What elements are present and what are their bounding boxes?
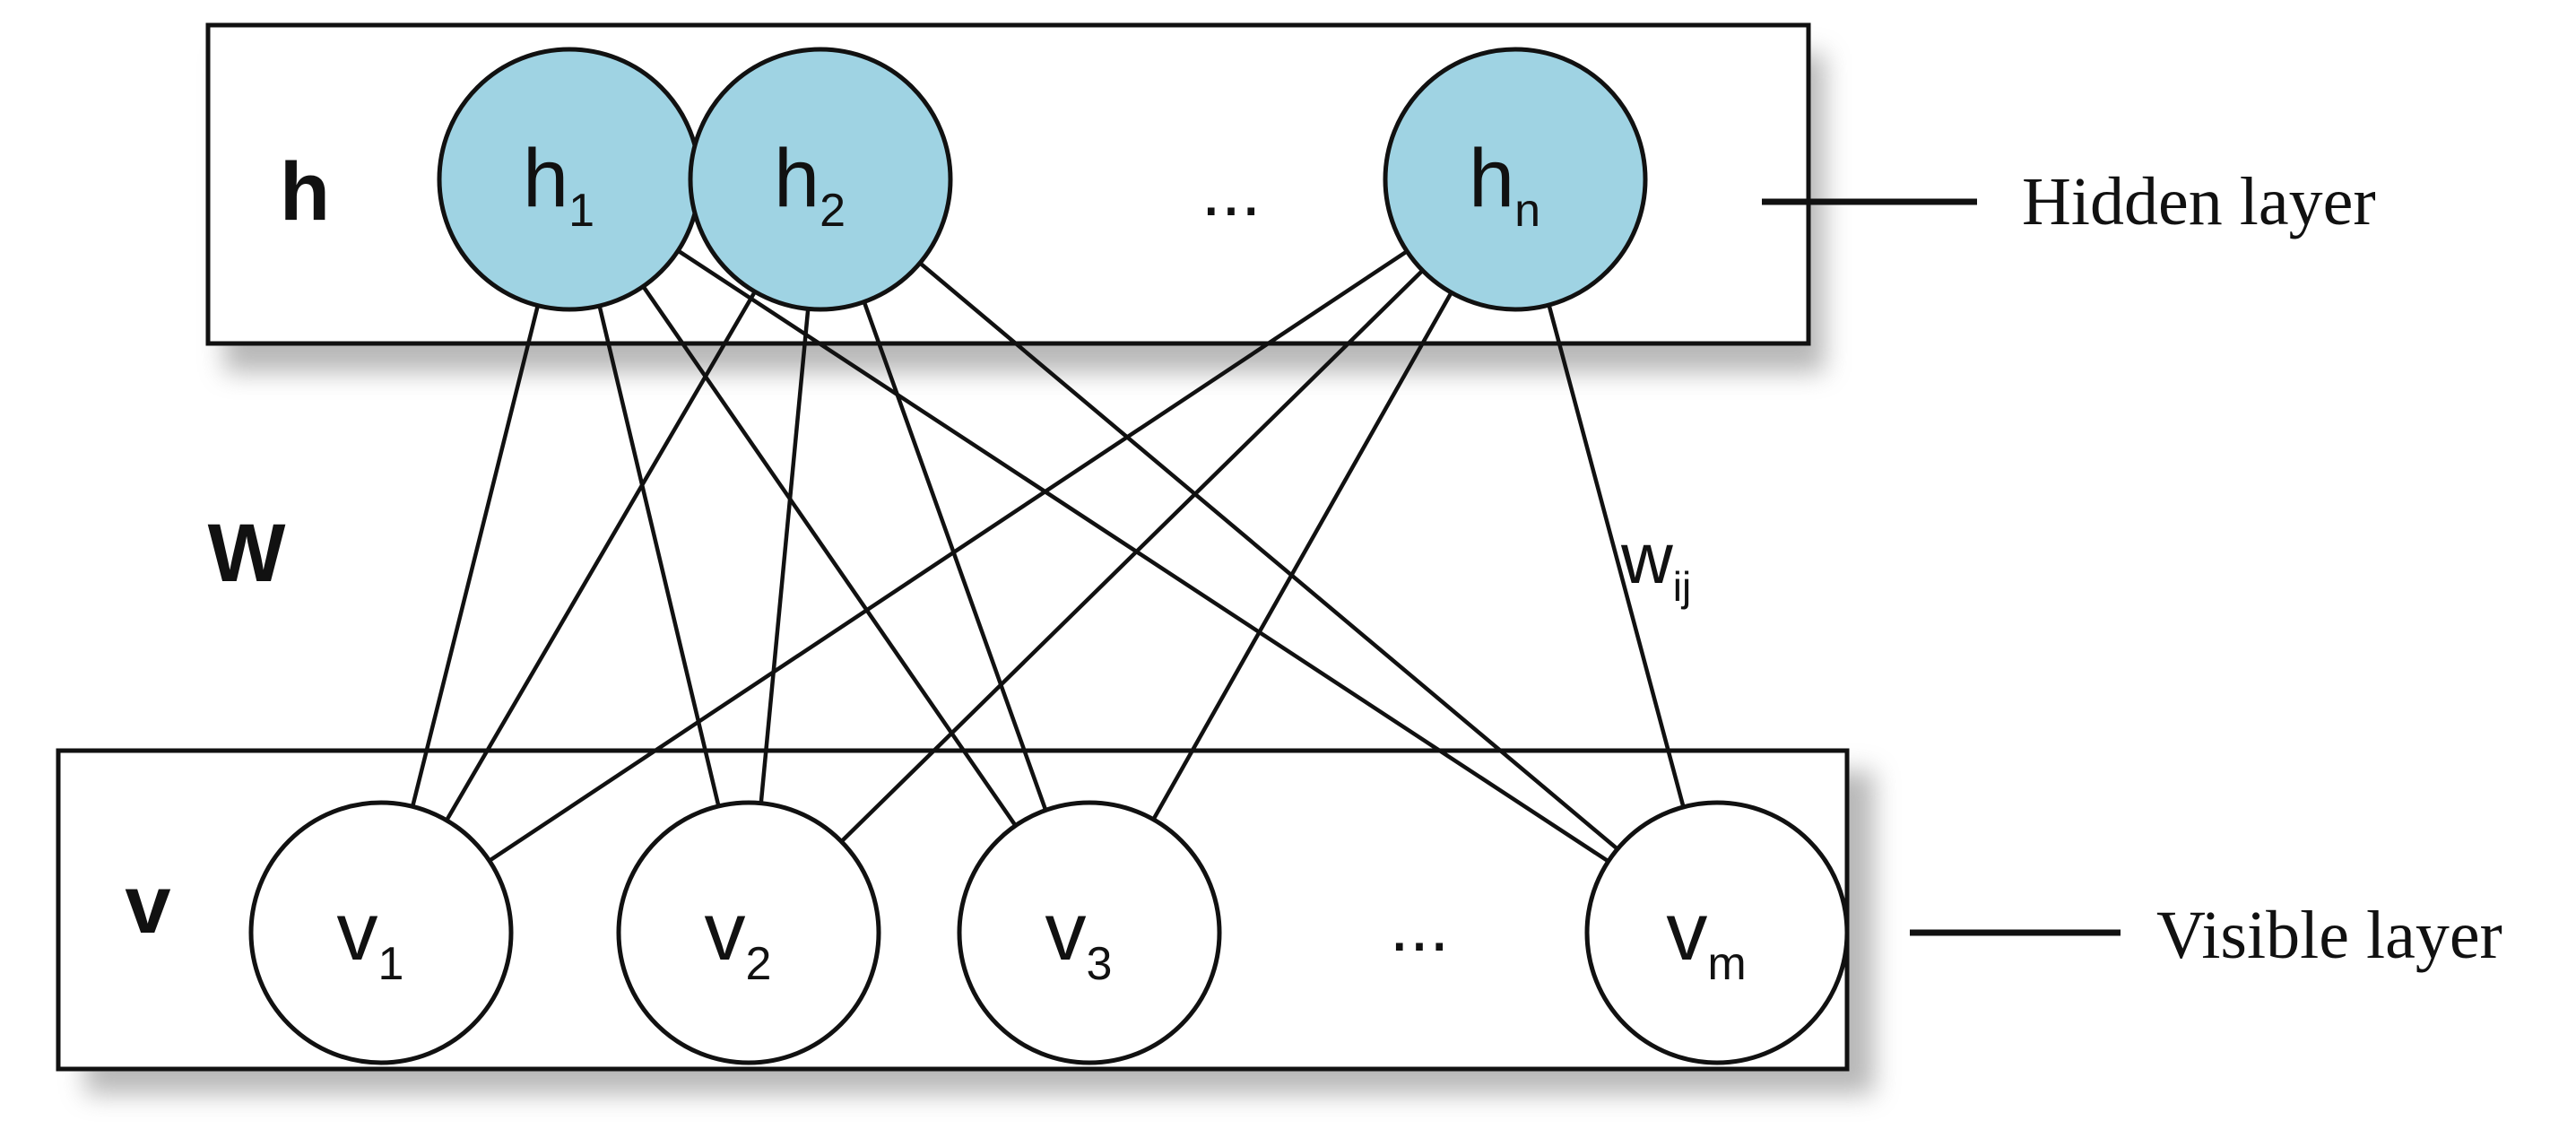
edge-weight-label-base: w [1620,518,1673,598]
edge-h1-vm [675,248,1611,865]
hidden-unit-circle [437,47,702,312]
visible-unit-label-sub: 2 [746,938,772,990]
edge-h1-v1 [410,303,541,809]
edge-hn-vm [1546,302,1687,810]
visible-unit-circle [1584,800,1850,1065]
weight-connections [410,248,1687,865]
visible-unit-label-base: v [337,886,378,978]
hidden-layer-caption: Hidden layer [2022,164,2376,239]
edge-h2-vm [917,260,1620,852]
hidden-unit-label: h1 [523,133,594,237]
visible-unit-label: v3 [1045,886,1113,990]
visible-unit-label-sub: 1 [378,938,404,990]
visible-unit-circle [957,800,1222,1065]
visible-unit-1: v1 [248,800,514,1065]
visible-unit-2: v2 [616,800,881,1065]
visible-unit-label: vm [1666,886,1746,990]
edge-h2-v3 [861,299,1049,813]
edge-h2-v1 [444,289,758,823]
visible-unit-m: vm [1584,800,1850,1065]
hidden-unit-circle [688,47,953,312]
weights-symbol: W [208,508,286,599]
visible-layer-ellipsis: ... [1390,886,1450,966]
edge-h2-v2 [759,307,811,805]
hidden-unit-n: hn [1383,47,1648,312]
hidden-unit-label: h2 [774,133,846,237]
visible-unit-label-base: v [1045,886,1087,978]
visible-unit-label-sub: m [1707,938,1746,990]
visible-unit-label-sub: 3 [1087,938,1113,990]
edge-weight-label: wij [1620,518,1691,610]
visible-unit-label-base: v [705,886,746,978]
edge-h1-v2 [596,303,722,809]
visible-layer-caption: Visible layer [2156,898,2502,973]
visible-unit-label: v2 [705,886,772,990]
edge-weight-label-sub: ij [1673,563,1691,610]
edge-hn-v3 [1150,290,1454,822]
visible-unit-label-base: v [1666,886,1707,978]
edge-hn-v2 [838,267,1426,845]
hidden-unit-circle [1383,47,1648,312]
edge-hn-v1 [486,248,1410,864]
hidden-unit-label-base: h [1469,133,1514,224]
hidden-layer-ellipsis: ... [1201,151,1262,230]
hidden-unit-label-sub: n [1514,185,1540,237]
hidden-unit-label: hn [1469,133,1540,237]
hidden-unit-1: h1 [437,47,702,312]
hidden-unit-label-base: h [774,133,820,224]
visible-layer-symbol: v [125,859,170,951]
visible-unit-circle [616,800,881,1065]
hidden-layer-symbol: h [280,146,330,238]
visible-unit-label: v1 [337,886,404,990]
visible-unit-3: v3 [957,800,1222,1065]
hidden-unit-2: h2 [688,47,953,312]
visible-unit-circle [248,800,514,1065]
hidden-unit-label-sub: 1 [568,185,594,237]
hidden-unit-label-base: h [523,133,568,224]
hidden-unit-label-sub: 2 [820,185,846,237]
